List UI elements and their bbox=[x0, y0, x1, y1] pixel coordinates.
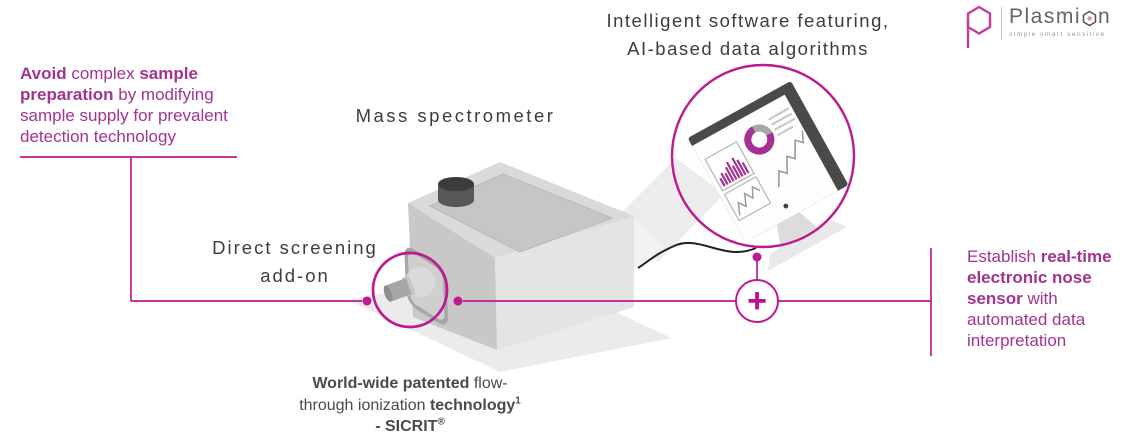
monitor-highlight-circle bbox=[670, 63, 856, 249]
logo-tagline: simple smart sensitive bbox=[1009, 31, 1106, 38]
dot-right-of-nozzle bbox=[453, 296, 463, 306]
right-note: Establish real-time electronic nose sens… bbox=[967, 246, 1125, 351]
software-caption-line2: AI-based data algorithms bbox=[627, 37, 869, 59]
logo-divider bbox=[1001, 7, 1002, 40]
left-note-line: detection technology bbox=[20, 127, 176, 146]
mass-spectrometer-illustration bbox=[383, 162, 634, 350]
direct-screening-caption: Direct screening add-on bbox=[182, 234, 408, 290]
logo-wordmark: Plasmi n bbox=[1009, 4, 1111, 30]
dashboard-text-lines-icon bbox=[768, 107, 796, 137]
plasmion-logo-icon bbox=[966, 5, 992, 48]
left-note-line: sample supply for prevalent bbox=[20, 106, 228, 125]
inlet-plate bbox=[383, 247, 448, 325]
dashboard-trend-line-icon bbox=[777, 130, 805, 188]
dashboard-donut-chart-icon bbox=[744, 124, 775, 155]
plus-icon: + bbox=[747, 282, 767, 320]
monitor-screen bbox=[692, 94, 839, 243]
logo-hexagon-o-icon bbox=[1082, 10, 1097, 27]
logo-text: Plasmi n simple smart sensitive bbox=[1009, 4, 1111, 38]
right-note-line: Establish real-time bbox=[967, 247, 1112, 266]
right-note-line: automated data bbox=[967, 310, 1086, 329]
mass-spectrometer-caption: Mass spectrometer bbox=[355, 105, 556, 126]
dashboard-bar-chart-icon bbox=[704, 141, 755, 192]
direct-screening-line2: add-on bbox=[260, 265, 330, 286]
right-note-line: interpretation bbox=[967, 331, 1067, 350]
sicrit-note-line: through ionization technology1 bbox=[299, 395, 521, 414]
plasmion-logo: Plasmi n simple smart sensitive bbox=[963, 4, 1111, 49]
logo-wordmark-part2: n bbox=[1098, 5, 1112, 28]
box-right-face bbox=[495, 216, 634, 350]
right-note-line: sensor with bbox=[967, 289, 1058, 308]
left-note-line: preparation by modifying bbox=[20, 85, 214, 104]
dot-below-monitor bbox=[752, 252, 762, 262]
sicrit-note-line: - SICRIT® bbox=[375, 416, 445, 435]
dashboard-line-chart-icon bbox=[723, 176, 772, 222]
sicrit-note-line: World-wide patented flow- bbox=[312, 375, 508, 392]
data-cable bbox=[637, 241, 757, 269]
dot-left-of-nozzle bbox=[362, 296, 372, 306]
nozzle-highlight-circle bbox=[371, 251, 449, 329]
plus-badge: + bbox=[735, 279, 779, 323]
box-knob bbox=[438, 177, 474, 207]
left-note-line: Avoid complex sample bbox=[20, 64, 198, 83]
logo-wordmark-part1: Plasmi bbox=[1009, 5, 1082, 28]
software-caption: Intelligent software featuring, AI-based… bbox=[548, 7, 948, 62]
direct-screening-line1: Direct screening bbox=[212, 237, 378, 258]
monitor-base bbox=[768, 219, 847, 271]
monitor-stand bbox=[776, 212, 818, 248]
nozzle bbox=[383, 275, 416, 302]
box-top-panel bbox=[428, 173, 614, 253]
monitor-illustration bbox=[637, 81, 848, 271]
left-note: Avoid complex sample preparation by modi… bbox=[20, 63, 252, 147]
connector-dots bbox=[362, 252, 762, 306]
connector-lines bbox=[20, 156, 932, 356]
software-caption-line1: Intelligent software featuring, bbox=[606, 10, 890, 31]
sicrit-note: World-wide patented flow- through ioniza… bbox=[280, 373, 540, 438]
right-note-line: electronic nose bbox=[967, 268, 1092, 287]
monitor-camera-dot bbox=[783, 203, 789, 209]
